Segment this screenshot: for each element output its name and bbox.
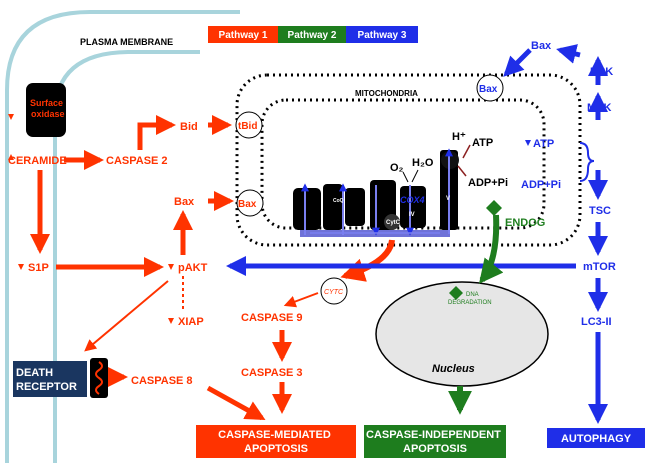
caspase-8-node: CASPASE 8 [131, 375, 193, 387]
mitochondria-outer [235, 73, 582, 247]
bid-node: Bid [180, 121, 198, 133]
caspase-mediated-label: CASPASE-MEDIATED APOPTOSIS [218, 429, 334, 455]
endog-marker [486, 200, 502, 216]
legend-pathway-3-swatch [346, 26, 418, 43]
atp-decrease-marker [525, 140, 531, 146]
dna-marker [449, 286, 463, 300]
electron-transport-chain [293, 148, 459, 237]
membrane-label: PLASMA MEMBRANE [80, 37, 173, 47]
pathway-2-arrows [448, 214, 504, 415]
complex-v-label: V [446, 196, 450, 202]
caspase-mediated-box [196, 425, 356, 458]
cytc-release-arrow [340, 239, 395, 282]
legend-pathway-3: Pathway 3 [358, 30, 407, 41]
cytc-circle [320, 277, 348, 305]
coq-label: CoQ [333, 198, 344, 204]
xiap-node: XIAP [178, 316, 204, 328]
pathway-3-arrows [226, 44, 608, 424]
surface-oxidase-box [26, 83, 66, 137]
caspase-independent-box [364, 425, 506, 458]
tbid-node: tBid [238, 121, 257, 132]
atp-blue-node: ATP [533, 138, 554, 150]
bax-blue-mito-node: Bax [479, 84, 498, 95]
dna-degradation-label: DNA DEGRADATION [448, 292, 492, 306]
plasma-membrane-inner [53, 50, 200, 463]
complex-iv-label: IV [409, 212, 415, 218]
death-receptor-box [13, 361, 87, 397]
bax-blue-node: Bax [531, 40, 552, 52]
s1p-node: S1P [28, 262, 49, 274]
blue-brace [579, 142, 595, 182]
caspase-9-node: CASPASE 9 [241, 312, 303, 324]
autophagy-label: AUTOPHAGY [561, 433, 632, 445]
cox4-label: COX4 [400, 195, 425, 205]
death-receptor-label: DEATH RECEPTOR [16, 367, 77, 393]
bax-node: Bax [174, 196, 195, 208]
legend-pathway-2: Pathway 2 [288, 30, 337, 41]
endog-node: ENDOG [505, 217, 545, 229]
ceramide-increase-marker [8, 154, 14, 160]
caspase-3-node: CASPASE 3 [241, 367, 303, 379]
pathway-1-arrows [30, 115, 292, 421]
caspase-2-node: CASPASE 2 [106, 155, 168, 167]
adp-blue-node: ADP+Pi [521, 179, 561, 191]
caspase-independent-label: CASPASE-INDEPENDENT APOPTOSIS [366, 429, 504, 455]
cytc-caspase9-arrow [283, 292, 319, 308]
o2-label: O₂ [390, 162, 404, 174]
mitochondria-inner [260, 98, 546, 230]
erk-node: ERK [590, 66, 613, 78]
h-plus-label: H⁺ [452, 131, 466, 143]
dna-line-1: DNA [466, 292, 479, 298]
ceramide-node: CERAMIDE [8, 155, 67, 167]
h2o-label: H₂O [412, 157, 434, 169]
tsc-node: TSC [589, 205, 611, 217]
mtor-node: mTOR [583, 261, 616, 273]
legend-pathway-1-swatch [208, 26, 278, 43]
plasma-membrane-outer [5, 10, 240, 463]
cytc-mito-label: CytC [386, 220, 401, 226]
decrease-markers [8, 114, 174, 324]
legend-pathway-2-swatch [278, 26, 346, 43]
pakt-receptor-arrow [84, 280, 169, 352]
lc3-node: LC3-II [581, 316, 612, 328]
receptor-squiggle [95, 361, 103, 395]
tbid-circle [235, 111, 263, 139]
nucleus-label: Nucleus [432, 363, 475, 375]
surface-oxidase-label: Surface oxidase [30, 98, 66, 119]
dna-line-2: DEGRADATION [448, 300, 492, 306]
cytc-node: CYTC [324, 289, 344, 296]
bax-mito-circle [236, 189, 264, 217]
legend-pathway-1: Pathway 1 [219, 30, 268, 41]
autophagy-box [547, 428, 645, 448]
mitochondria-label: MITOCHONDRIA [355, 89, 418, 98]
mito-adp-label: ADP+Pi [468, 177, 508, 189]
bax-blue-circle [476, 74, 504, 102]
bax-mito-node: Bax [238, 199, 257, 210]
pakt-node: pAKT [178, 262, 208, 274]
mito-atp-label: ATP [472, 137, 493, 149]
